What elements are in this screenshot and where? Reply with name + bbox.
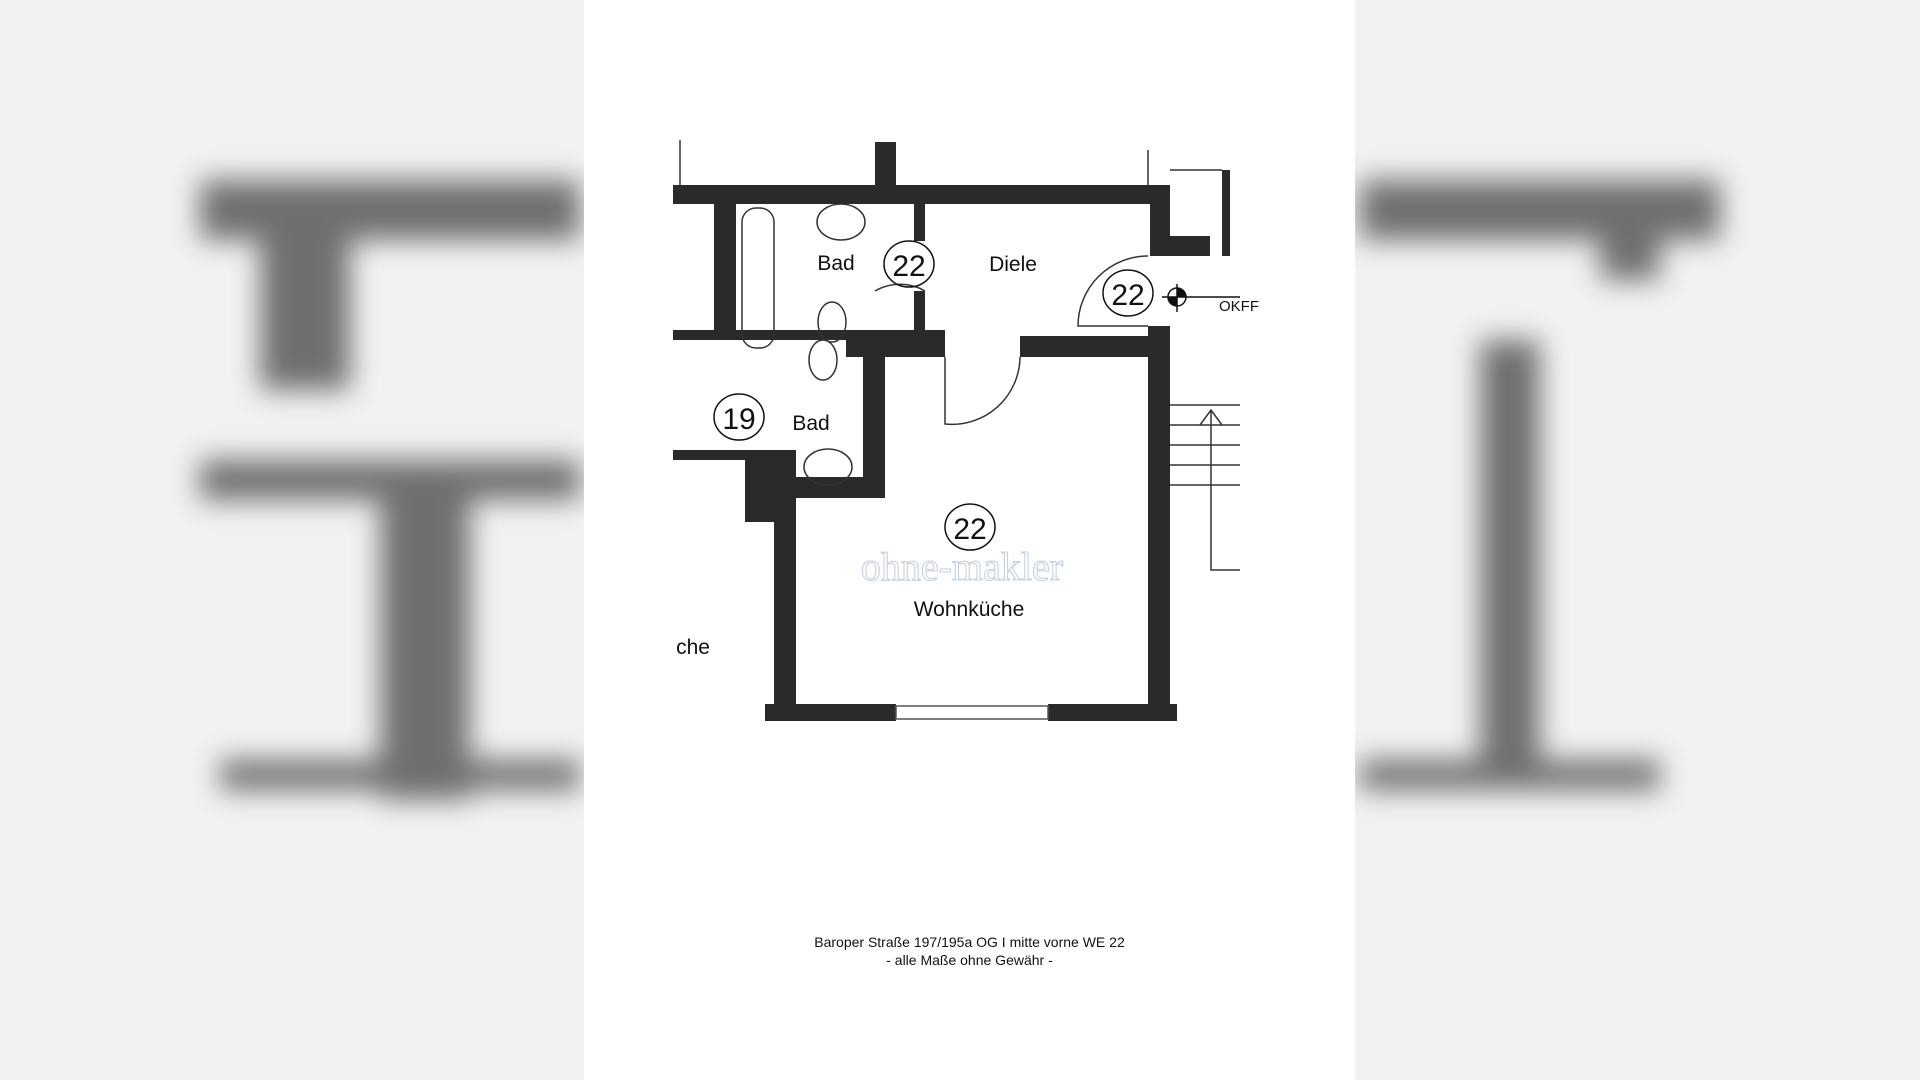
room-label-partial-kitchen: che [676, 636, 710, 659]
room-number-wohnkueche: 22 [953, 513, 986, 546]
room-number-bad-lower: 19 [722, 403, 755, 436]
caption-address: Baroper Straße 197/195a OG I mitte vorne… [814, 934, 1125, 950]
room-label-wohnkueche: Wohnküche [914, 598, 1025, 621]
room-label-bad-lower: Bad [792, 412, 829, 435]
okff-marker-icon [1162, 284, 1240, 312]
caption-disclaimer: - alle Maße ohne Gewähr - [886, 952, 1053, 968]
room-label-bad-upper: Bad [817, 252, 854, 275]
room-number-circles [713, 240, 1154, 551]
walls [673, 142, 1230, 721]
room-number-bad-upper: 22 [892, 250, 925, 283]
okff-label: OKFF [1219, 298, 1259, 315]
room-number-diele: 22 [1111, 279, 1144, 312]
fixtures [679, 140, 1240, 571]
room-label-diele: Diele [989, 253, 1037, 276]
watermark: ohne-makler [861, 544, 1063, 589]
